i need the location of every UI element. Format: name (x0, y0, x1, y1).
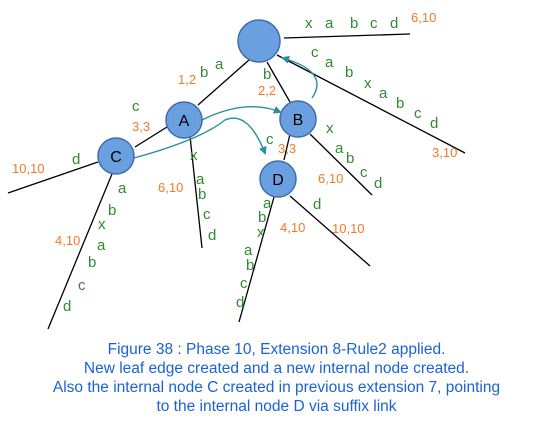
edge-root-leaf-cabxabcd (276, 54, 466, 154)
c-down-index: 4,10 (55, 233, 80, 248)
edge-b-leaf (309, 133, 373, 196)
caption-line: to the internal node D via suffix link (156, 398, 397, 415)
edge-d-leaf-d (289, 195, 371, 267)
b-to-d-index: 3,3 (278, 141, 296, 156)
root-edge-index: 6,10 (411, 10, 436, 25)
suffix-links (133, 55, 318, 159)
root-to-b-char: b (263, 66, 271, 83)
node-b-label: B (293, 112, 304, 129)
caption-line: New leaf edge created and a new internal… (83, 360, 470, 377)
node-c-label: C (110, 149, 122, 166)
root-edge-char: d (390, 15, 398, 32)
root-right-char: d (430, 115, 438, 132)
root-right-char: c (311, 44, 319, 61)
edge-d-leaf-abxabcd (238, 196, 275, 323)
caption-line: Also the internal node C created in prev… (52, 379, 501, 396)
root-edge-char: b (350, 15, 358, 32)
d-right-index: 10,10 (332, 221, 365, 236)
b-to-d-char: c (266, 131, 274, 148)
node-a-label: A (179, 113, 190, 130)
b-leaf-char: x (326, 120, 334, 137)
root-to-a-index: 1,2 (178, 72, 196, 87)
edge-c-leaf-abxabcd (47, 173, 113, 330)
root-right-index: 3,10 (432, 145, 457, 160)
figure-caption: Figure 38 : Phase 10, Extension 8-Rule2 … (0, 340, 553, 416)
root-right-char: a (325, 54, 334, 71)
a-leaf-char: b (198, 186, 206, 203)
root-to-a-char: a (215, 56, 224, 73)
a-leaf-char: c (203, 206, 211, 223)
a-to-c-index: 3,3 (132, 119, 150, 134)
b-leaf-index: 6,10 (318, 171, 343, 186)
c-left-char: d (72, 151, 80, 168)
a-leaf-char: x (190, 147, 198, 164)
c-down-char: a (97, 237, 106, 254)
c-down-char: x (98, 216, 106, 233)
tree-edges (7, 33, 466, 330)
node-b: B (279, 100, 317, 138)
edge-root-leaf-xabcd (283, 33, 411, 39)
d-left-char: b (258, 209, 266, 226)
c-down-char: d (63, 298, 71, 315)
a-leaf-char: a (196, 171, 205, 188)
d-left-index: 4,10 (280, 220, 305, 235)
suffix-link-c-to-d (133, 117, 267, 159)
edge-a-leaf (189, 135, 203, 249)
b-leaf-char: d (374, 175, 382, 192)
d-left-char: x (257, 224, 265, 241)
root-right-char: x (364, 75, 372, 92)
edge-root-to-b (266, 61, 291, 103)
root-right-char: b (396, 95, 404, 112)
d-left-char: d (236, 294, 244, 311)
root-right-char: c (414, 105, 422, 122)
root-edge-char: x (305, 15, 313, 32)
edge-b-to-d (283, 133, 291, 161)
b-leaf-char: b (346, 150, 354, 167)
caption-line: Figure 38 : Phase 10, Extension 8-Rule2 … (107, 341, 446, 358)
root-to-b-index: 2,2 (258, 83, 276, 98)
c-left-index: 10,10 (12, 161, 45, 176)
node-c: C (97, 137, 135, 175)
arrow-a-to-b (199, 106, 282, 122)
edge-root-to-a (197, 59, 250, 106)
node-d: D (259, 160, 297, 198)
a-to-c-char: c (132, 98, 140, 115)
edge-labels: x a b c d b a b c a b x a b c d c x a b … (63, 15, 438, 315)
edge-c-leaf-d (7, 161, 99, 194)
root-right-char: a (379, 85, 388, 102)
c-down-char: a (118, 180, 127, 197)
b-leaf-char: a (335, 140, 344, 157)
a-leaf-char: d (208, 227, 216, 244)
edge-a-to-c (134, 126, 168, 148)
d-left-char: a (263, 195, 272, 212)
d-left-char: b (246, 257, 254, 274)
d-left-char: a (244, 242, 253, 259)
node-a: A (165, 101, 203, 139)
root-edge-char: a (325, 15, 334, 32)
root-right-char: b (345, 64, 353, 81)
a-leaf-index: 6,10 (158, 180, 183, 195)
root-to-a-char: b (200, 64, 208, 81)
d-right-char: d (313, 196, 321, 213)
c-down-char: b (108, 202, 116, 219)
root-node (237, 19, 281, 63)
suffix-link-b-to-root (281, 55, 318, 99)
root-edge-char: c (370, 15, 378, 32)
tree-nodes: A B C D (97, 19, 317, 198)
b-leaf-char: c (360, 164, 368, 181)
d-left-char: c (240, 275, 248, 292)
index-labels: 6,10 1,2 2,2 3,10 3,3 6,10 3,3 6,10 10,1… (12, 10, 457, 248)
node-d-label: D (272, 172, 284, 189)
c-down-char: b (88, 254, 96, 271)
c-down-char: c (78, 277, 86, 294)
